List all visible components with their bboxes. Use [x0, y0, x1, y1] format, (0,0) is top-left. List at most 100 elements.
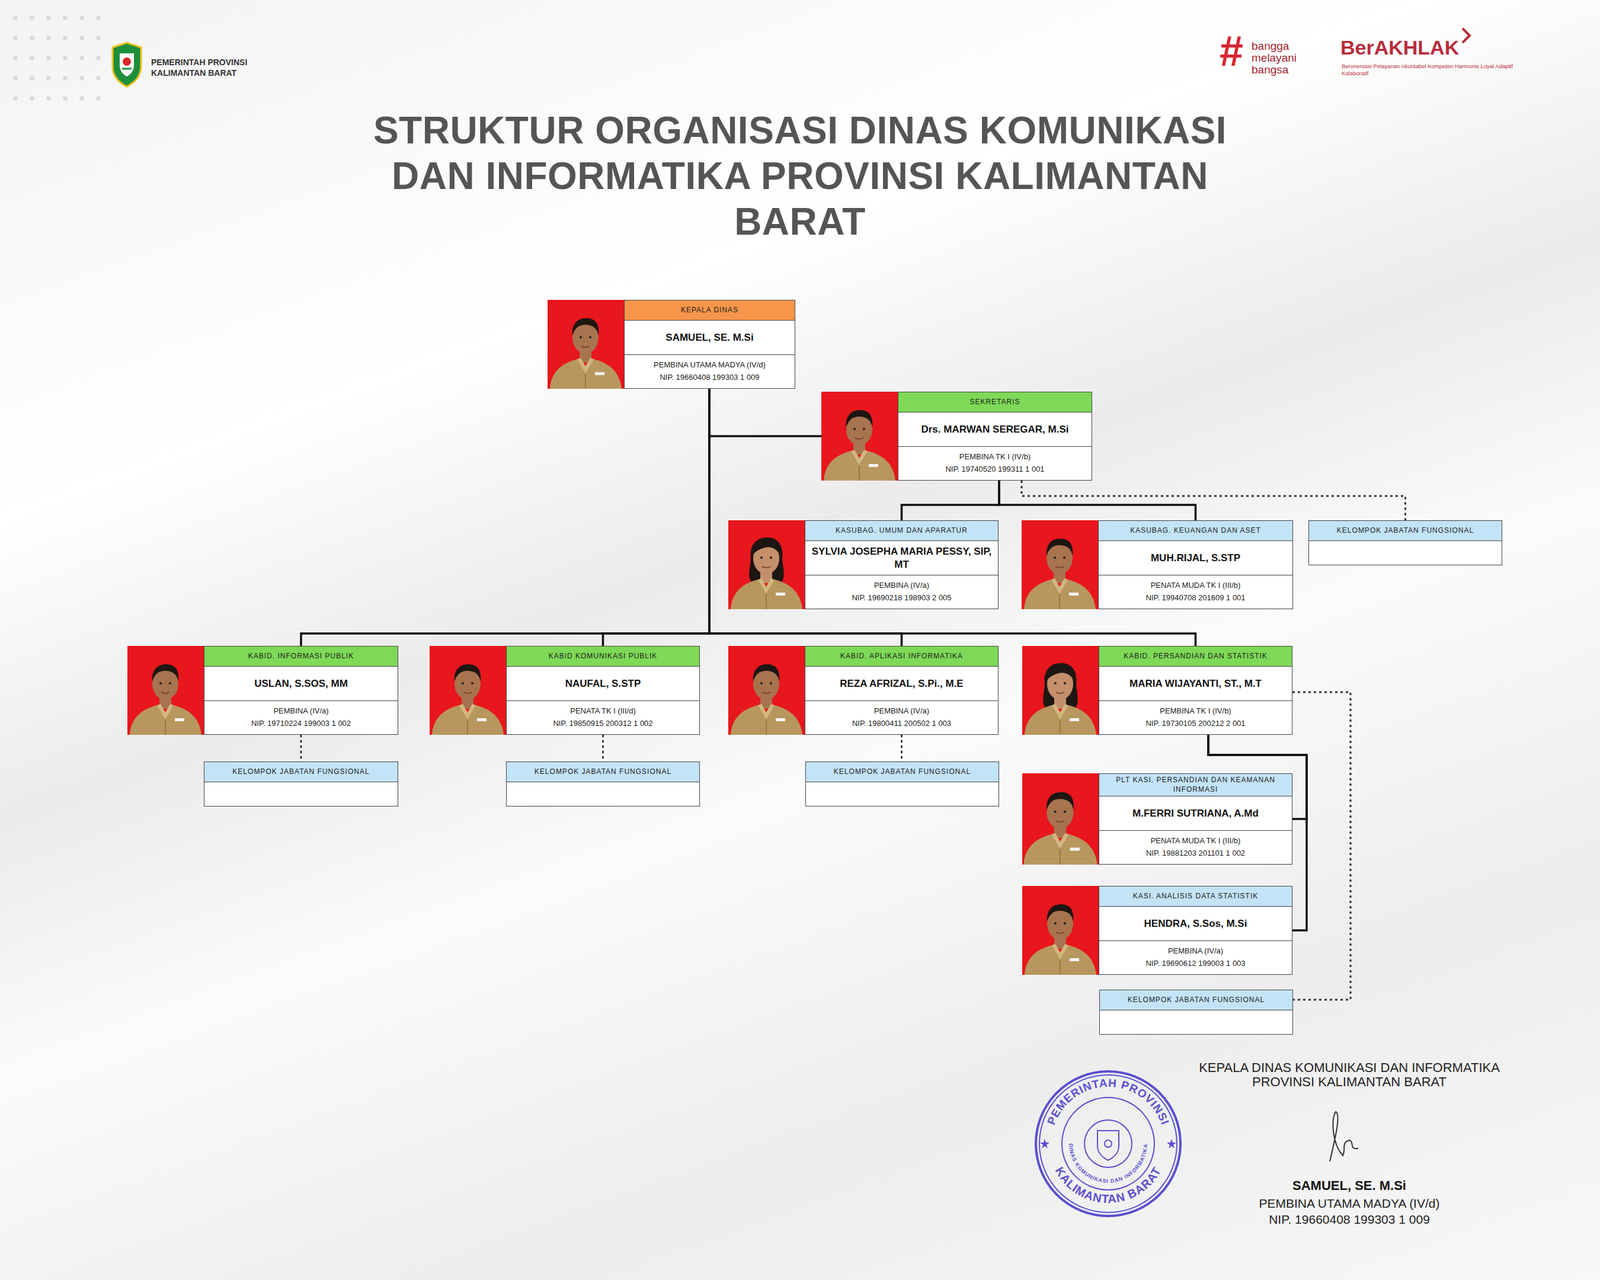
role-title: KELOMPOK JABATAN FUNGSIONAL — [1127, 995, 1265, 1006]
position-card: PLT KASI. PERSANDIAN DAN KEAMANAN INFORM… — [1022, 773, 1293, 865]
dotted-connector — [1021, 480, 1406, 521]
signatory-nip: NIP. 19660408 199303 1 009 — [1183, 1211, 1516, 1227]
functional-group-box: KELOMPOK JABATAN FUNGSIONAL — [203, 761, 399, 807]
reporting-line — [603, 388, 710, 646]
page-title: STRUKTUR ORGANISASI DINAS KOMUNIKASI DAN… — [337, 107, 1263, 245]
role-title: KABID. INFORMASI PUBLIK — [248, 651, 354, 662]
dot — [79, 96, 85, 101]
employee-nip: NIP. 19710224 199003 1 002 — [251, 717, 351, 731]
province-emblem — [112, 42, 142, 87]
dot — [46, 35, 51, 41]
functional-group-box: KELOMPOK JABATAN FUNGSIONAL — [1308, 520, 1503, 566]
dot — [79, 15, 85, 21]
empty-cell — [1309, 541, 1502, 565]
functional-group-box: KELOMPOK JABATAN FUNGSIONAL — [1099, 989, 1294, 1035]
role-header: KASUBAG. UMUM DAN APARATUR — [805, 520, 998, 542]
dot — [13, 75, 18, 81]
portrait-photo — [127, 645, 204, 735]
role-header: KABID. INFORMASI PUBLIK — [204, 646, 398, 667]
card-body: KASI. ANALISIS DATA STATISTIKHENDRA, S.S… — [1098, 885, 1293, 975]
stamp-text: KALIMANTAN BARAT — [1053, 1164, 1164, 1206]
employee-nip: NIP. 19660408 199303 1 009 — [659, 371, 760, 384]
employee-nip: NIP. 19881203 201101 1 002 — [1146, 847, 1246, 860]
dot — [29, 15, 35, 21]
person-name: USLAN, S.SOS, MM — [254, 677, 348, 690]
dot — [79, 35, 85, 41]
empty-cell — [805, 782, 999, 806]
position-card: KABID. APLIKASI INFORMATIKA REZA AFRIZAL,… — [728, 645, 999, 735]
person-name: REZA AFRIZAL, S.Pi., M.E — [839, 677, 963, 690]
role-title: SEKRETARIS — [969, 397, 1020, 408]
reporting-line — [709, 388, 822, 437]
dot — [62, 96, 68, 101]
role-header: KEPALA DINAS — [624, 300, 795, 321]
empty-cell — [506, 782, 700, 806]
functional-group-box: KELOMPOK JABATAN FUNGSIONAL — [805, 761, 1000, 807]
rank-row: PENATA MUDA TK I (III/b)NIP. 19881203 20… — [1099, 830, 1292, 864]
dotted-connector — [300, 734, 303, 762]
portrait-photo — [1022, 645, 1099, 735]
signature — [1329, 1111, 1359, 1162]
role-header: KABID. APLIKASI INFORMATIKA — [805, 646, 998, 667]
dot — [29, 35, 35, 41]
person-name: SAMUEL, SE. M.Si — [665, 331, 754, 344]
stamp-text: DINAS KOMUNIKASI DAN INFORMATIKA — [1067, 1143, 1149, 1184]
dot — [13, 55, 18, 61]
person-name: M.FERRI SUTRIANA, A.Md — [1132, 807, 1259, 820]
card-body: KEPALA DINAS SAMUEL, SE. M.SiPEMBINA UTAM… — [624, 299, 796, 389]
role-title: PLT KASI. PERSANDIAN DAN KEAMANAN INFORM… — [1104, 775, 1288, 795]
rank-row: PENATA TK I (III/d)NIP. 19850915 200312 … — [506, 701, 700, 735]
rank-grade: PENATA TK I (III/d) — [570, 705, 636, 718]
name-row: USLAN, S.SOS, MM — [204, 666, 398, 702]
dot — [79, 55, 85, 61]
rank-grade: PEMBINA (IV/a) — [874, 579, 930, 592]
position-card: KEPALA DINAS SAMUEL, SE. M.SiPEMBINA UTAM… — [547, 299, 796, 389]
stamp-text: PEMERINTAH PROVINSI — [1044, 1076, 1172, 1127]
empty-cell — [204, 782, 398, 806]
rank-row: PEMBINA UTAMA MADYA (IV/d)NIP. 19660408 … — [624, 354, 795, 389]
dot — [13, 96, 18, 101]
name-row: MARIA WIJAYANTI, ST., M.T — [1099, 666, 1292, 702]
card-body: KABID. INFORMASI PUBLIKUSLAN, S.SOS, MMP… — [203, 645, 399, 735]
card-body: KELOMPOK JABATAN FUNGSIONAL — [203, 761, 399, 807]
official-stamp: PEMERINTAH PROVINSI DINAS KOMUNIKASI DAN … — [1035, 1071, 1181, 1216]
rank-row: PEMBINA (IV/a)NIP. 19690612 199003 1 003 — [1099, 941, 1292, 975]
dot-grid — [13, 15, 101, 101]
role-header: KASUBAG. KEUANGAN DAN ASET — [1098, 520, 1293, 542]
dot — [62, 55, 68, 61]
role-title: KASUBAG. UMUM DAN APARATUR — [835, 526, 968, 536]
dot — [29, 75, 35, 81]
card-body: KELOMPOK JABATAN FUNGSIONAL — [506, 761, 700, 807]
card-body: KASUBAG. UMUM DAN APARATURSYLVIA JOSEPHA… — [804, 520, 999, 610]
reporting-line — [901, 480, 1000, 521]
dot — [96, 35, 101, 41]
role-header: KELOMPOK JABATAN FUNGSIONAL — [805, 762, 999, 783]
reporting-line — [999, 480, 1196, 521]
card-body: KABID KOMUNIKASI PUBLIKNAUFAL, S.STPPENA… — [506, 645, 700, 735]
role-title: KASUBAG. KEUANGAN DAN ASET — [1130, 526, 1262, 536]
rank-grade: PEMBINA TK I (IV/b) — [959, 450, 1031, 464]
rank-row: PEMBINA TK I (IV/b)NIP. 19730105 200212 … — [1099, 701, 1292, 735]
role-title: KELOMPOK JABATAN FUNGSIONAL — [232, 767, 370, 777]
dot — [46, 75, 51, 81]
employee-nip: NIP. 19740520 199311 1 001 — [945, 463, 1045, 476]
dot — [96, 96, 101, 101]
position-card: KABID KOMUNIKASI PUBLIKNAUFAL, S.STPPENA… — [429, 645, 700, 735]
employee-nip: NIP. 19730105 200212 2 001 — [1145, 717, 1246, 731]
employee-nip: NIP. 19690218 198903 2 005 — [851, 592, 952, 605]
signatory-rank: PEMBINA UTAMA MADYA (IV/d) — [1183, 1195, 1516, 1211]
dotted-connector — [900, 734, 903, 762]
name-row: M.FERRI SUTRIANA, A.Md — [1099, 796, 1292, 831]
role-header: KELOMPOK JABATAN FUNGSIONAL — [1099, 990, 1293, 1011]
card-body: SEKRETARIS Drs. MARWAN SEREGAR, M.SiPEMBI… — [897, 391, 1093, 481]
person-name: Drs. MARWAN SEREGAR, M.Si — [920, 423, 1069, 436]
signature-title: KEPALA DINAS KOMUNIKASI DAN INFORMATIKA … — [1183, 1060, 1516, 1090]
employee-nip: NIP. 19690612 199003 1 003 — [1145, 957, 1246, 971]
dot — [62, 75, 68, 81]
dotted-connector — [602, 734, 604, 762]
name-row: Drs. MARWAN SEREGAR, M.Si — [898, 412, 1092, 447]
functional-group-box: KELOMPOK JABATAN FUNGSIONAL — [506, 761, 700, 807]
rank-grade: PEMBINA (IV/a) — [874, 705, 930, 718]
position-card: SEKRETARIS Drs. MARWAN SEREGAR, M.SiPEMBI… — [821, 391, 1093, 481]
dot — [46, 96, 51, 101]
